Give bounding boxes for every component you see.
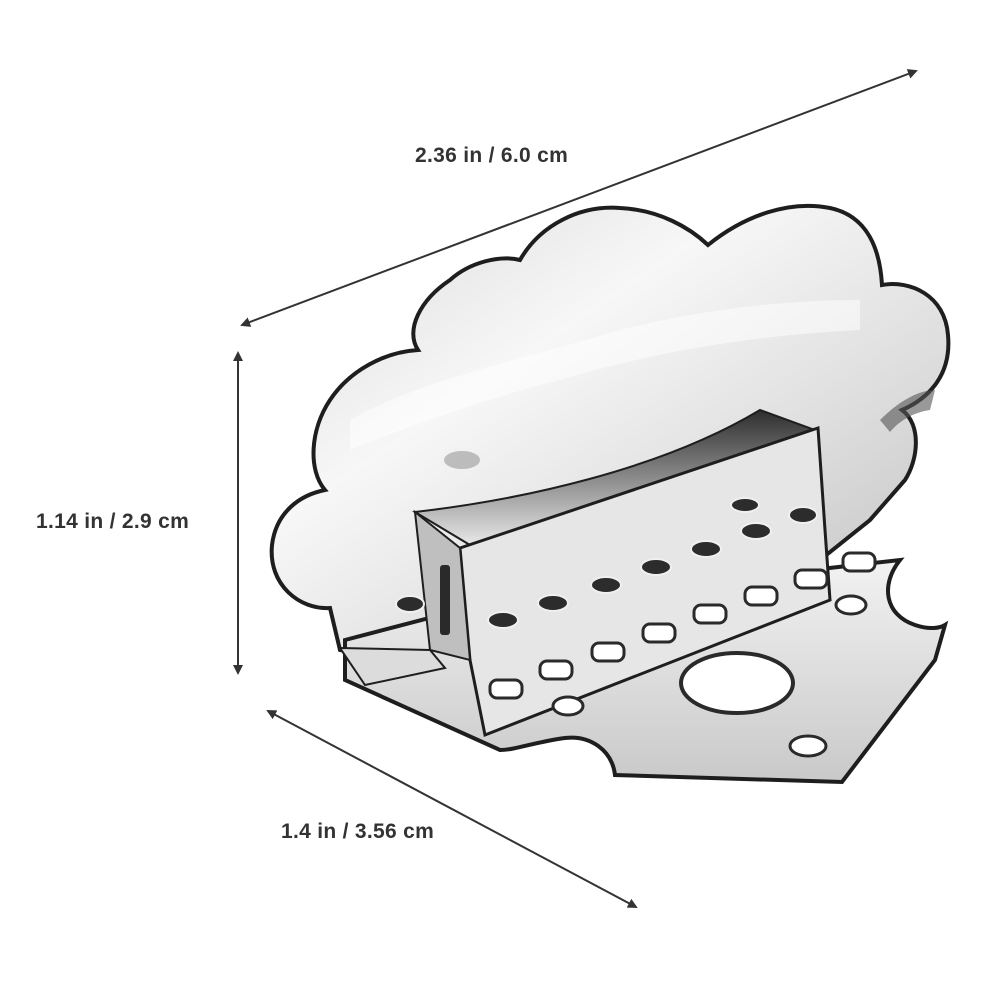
small-mounting-hole bbox=[834, 594, 868, 616]
plate-highlight bbox=[350, 300, 860, 450]
fold-tab bbox=[338, 646, 447, 687]
small-mounting-hole bbox=[788, 734, 828, 758]
depth-arrow bbox=[266, 710, 638, 908]
bottom-hole-row bbox=[488, 551, 877, 700]
small-mounting-hole bbox=[551, 695, 585, 717]
flap-slot bbox=[440, 565, 450, 635]
top-hole-row bbox=[395, 497, 818, 629]
plate-edge-shadow bbox=[880, 390, 935, 432]
depth-dimension-label: 1.4 in / 3.56 cm bbox=[281, 820, 435, 843]
width-dimension-label: 2.36 in / 6.0 cm bbox=[415, 144, 569, 167]
plate-spot bbox=[444, 451, 480, 469]
width-arrow bbox=[240, 69, 918, 327]
height-dimension-label: 1.14 in / 2.9 cm bbox=[36, 510, 190, 533]
large-mounting-hole bbox=[679, 651, 795, 715]
